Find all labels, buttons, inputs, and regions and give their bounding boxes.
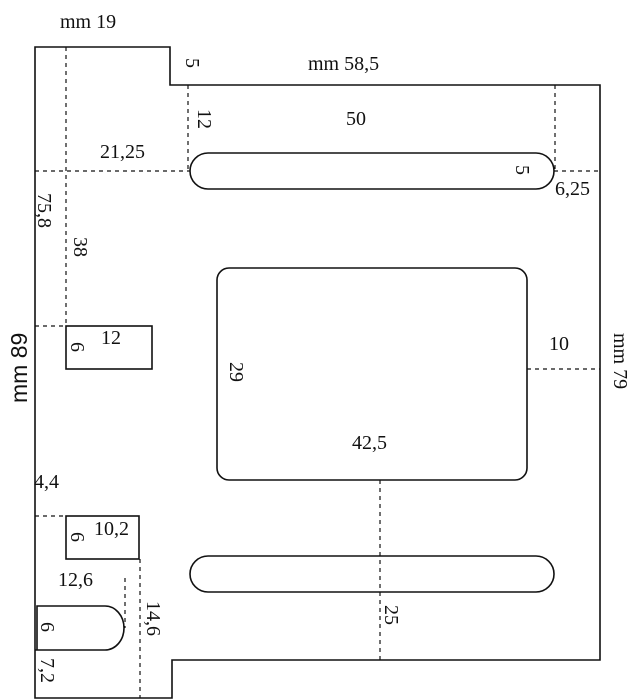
label-window-height: 29 — [225, 362, 247, 382]
label-bottom-offset: 7,2 — [36, 658, 58, 683]
label-slot-length: 50 — [346, 108, 366, 130]
label-height-left-upper: 75,8 — [33, 193, 55, 228]
label-rect2-width: 10,2 — [94, 518, 129, 540]
label-slot-offset-left: 21,25 — [100, 141, 145, 163]
label-width-top: mm 58,5 — [308, 53, 379, 75]
label-u-height: 14,6 — [142, 601, 164, 636]
label-window-offset-right: 10 — [549, 333, 569, 355]
label-slot-offset-right: 6,25 — [555, 178, 590, 200]
label-height-total: mm 89 — [6, 333, 32, 403]
label-window-width: 42,5 — [352, 432, 387, 454]
label-u-slot: 6 — [36, 622, 58, 632]
label-u-width: 12,6 — [58, 569, 93, 591]
plate-outline — [34, 46, 601, 699]
central-window — [216, 267, 528, 481]
label-slot2-offset: 25 — [380, 605, 402, 625]
label-notch-depth: 5 — [181, 58, 203, 68]
label-height-right: mm 79 — [609, 333, 631, 389]
label-width-notch: mm 19 — [60, 11, 116, 33]
small-rect-lower — [65, 515, 140, 560]
label-slot-width: 5 — [511, 165, 533, 175]
label-rect-height: 6 — [66, 342, 88, 352]
top-slot — [189, 152, 555, 190]
small-rect-upper — [65, 325, 153, 370]
label-rect-width: 12 — [101, 327, 121, 349]
label-rect2-height: 6 — [66, 532, 88, 542]
label-hole-offset: 38 — [69, 237, 91, 257]
label-small-offset: 4,4 — [34, 471, 59, 493]
bottom-slot — [189, 555, 555, 593]
label-slot-offset-top: 12 — [193, 109, 215, 129]
